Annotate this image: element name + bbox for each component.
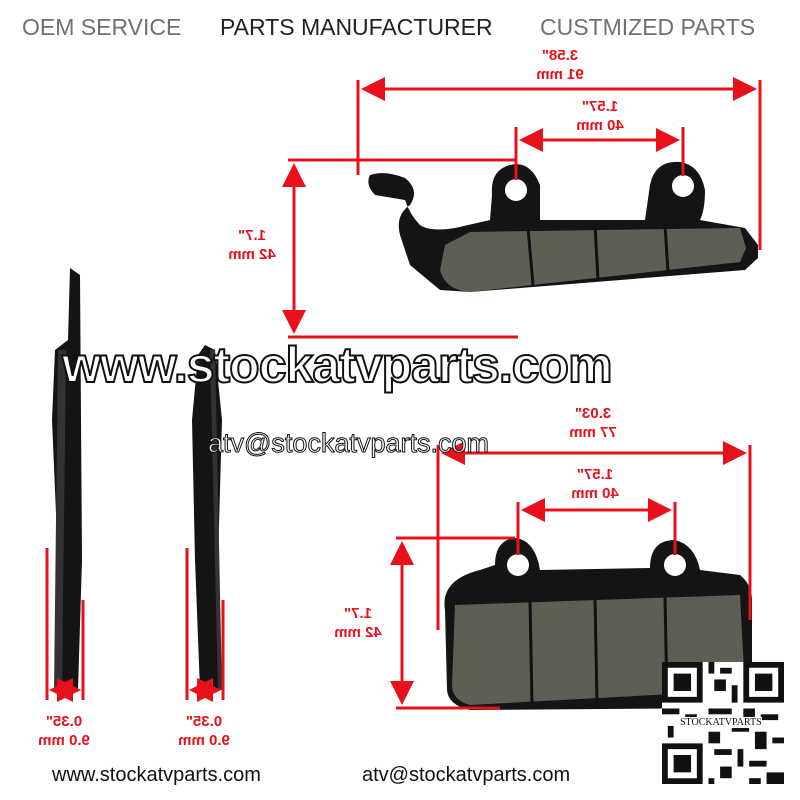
footer-email: atv@stockatvparts.com (362, 764, 571, 786)
header-parts-manufacturer: PARTS MANUFACTURER (220, 14, 493, 40)
dim-bottom-hole-spacing: 1.57" 40 mm (555, 465, 635, 503)
top-brake-pad (368, 161, 758, 292)
side-view-left (52, 268, 82, 690)
dim-mm: 40 mm (571, 485, 619, 502)
dim-mm: 9.0 mm (38, 732, 90, 749)
dim-inch: 3.03" (574, 405, 612, 422)
header-customized-parts: CUSTMIZED PARTS (540, 14, 756, 40)
dim-mm: 40 mm (576, 117, 624, 134)
dim-inch: 0.35" (45, 713, 83, 730)
dim-mm: 77 mm (569, 424, 617, 441)
dim-inch: 1.57" (576, 466, 614, 483)
dim-top-height: 1.7" 42 mm (212, 226, 292, 264)
watermark-site: www.stockatvparts.com (61, 336, 614, 394)
dim-inch: 3.58" (541, 47, 579, 64)
qr-code-pattern (662, 662, 784, 784)
dim-inch: 1.7" (238, 227, 266, 244)
dim-bottom-width: 3.03" 77 mm (553, 404, 633, 442)
dim-top-width: 3.58" 91 mm (520, 46, 600, 84)
dim-inch: 1.57" (581, 98, 619, 115)
dim-thickness-right: 0.35" 9.0 mm (164, 712, 244, 750)
dim-mm: 91 mm (536, 66, 584, 83)
watermark-email: atv@stockatvparts.com (208, 428, 490, 459)
dim-thickness-left: 0.35" 9.0 mm (24, 712, 104, 750)
footer-site: www.stockatvparts.com (52, 764, 261, 786)
dim-mm: 9.0 mm (178, 732, 230, 749)
dim-top-hole-spacing: 1.57" 40 mm (560, 97, 640, 135)
dim-inch: 1.7" (344, 605, 372, 622)
dim-mm: 42 mm (228, 246, 276, 263)
dimension-lines (45, 77, 762, 710)
header-oem-service: OEM SERVICE (22, 14, 182, 40)
side-view-right (192, 345, 222, 690)
qr-label: STOCKATVPARTS (680, 717, 762, 728)
dim-bottom-height: 1.7" 42 mm (318, 604, 398, 642)
dim-inch: 0.35" (185, 713, 223, 730)
dim-mm: 42 mm (334, 624, 382, 641)
